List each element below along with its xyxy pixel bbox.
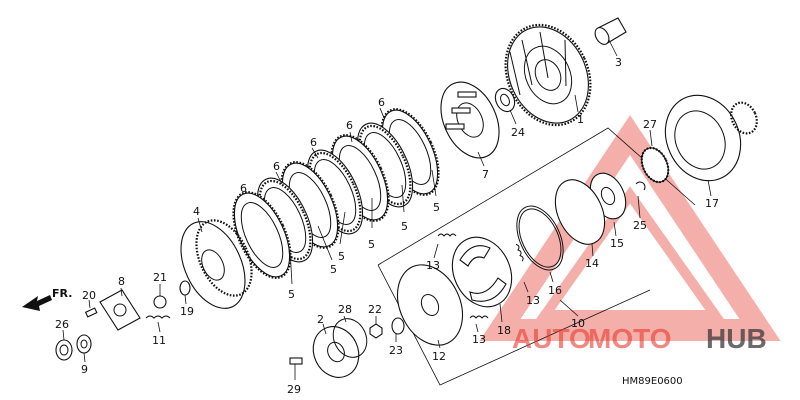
callout-c7: 7 [482, 168, 489, 181]
callout-c23: 23 [389, 344, 403, 357]
part-25-snap-ring [635, 181, 646, 219]
callout-c6d: 6 [273, 160, 280, 173]
callout-c14: 14 [585, 257, 599, 270]
part-7-clutch-center [440, 81, 500, 167]
callout-c13a: 13 [426, 259, 440, 272]
part-19-washer [179, 280, 191, 305]
part-21-bolt [153, 284, 167, 309]
part-23-washer [391, 317, 405, 342]
part-9-oil-seal [76, 334, 92, 363]
callout-c20: 20 [82, 289, 96, 302]
callout-c21: 21 [153, 271, 167, 284]
part-2-lifter-cam [312, 323, 360, 378]
callout-c9: 9 [81, 363, 88, 376]
callout-c12: 12 [432, 350, 446, 363]
callout-labels: 1 2 3 4 5 5 5 5 5 5 6 6 6 6 6 7 8 9 10 1… [55, 56, 719, 396]
direction-label: FR. [52, 287, 72, 300]
watermark-auto: AUTO [512, 323, 591, 354]
part-18-clutch-weights [451, 236, 513, 323]
part-17-drive-plate [664, 94, 758, 197]
watermark-hub: HUB [706, 323, 767, 354]
callout-c1: 1 [577, 113, 584, 126]
part-20-bolt [84, 299, 98, 318]
part-14-plate [554, 179, 606, 257]
plate-6c [280, 161, 340, 249]
callout-c5c: 5 [368, 238, 375, 251]
part-10-leader [559, 299, 579, 317]
part-12-back-plate [396, 264, 464, 349]
plate-6d [232, 191, 292, 279]
callout-c24: 24 [511, 126, 525, 139]
part-26-bearing [55, 329, 73, 361]
part-4-pressure-plate [180, 217, 253, 309]
callout-c29: 29 [287, 383, 301, 396]
callout-c6e: 6 [240, 182, 247, 195]
callout-c19: 19 [180, 305, 194, 318]
callout-c18: 18 [497, 324, 511, 337]
part-13-springs [433, 233, 529, 333]
callout-c5a: 5 [433, 201, 440, 214]
part-16-ring [516, 205, 564, 283]
callout-c8: 8 [118, 275, 125, 288]
callout-c13b: 13 [526, 294, 540, 307]
part-28-o-ring [332, 315, 368, 358]
callout-c6a: 6 [378, 96, 385, 109]
callout-c27: 27 [643, 118, 657, 131]
part-29-bolt [289, 357, 303, 380]
callout-c4: 4 [193, 205, 200, 218]
callout-c26: 26 [55, 318, 69, 331]
watermark-text: AUTO MOTO HUB [512, 323, 767, 354]
callout-c3: 3 [615, 56, 622, 69]
clutch-plate-stack [232, 107, 440, 285]
part-8-lifter-plate [99, 287, 141, 331]
part-3-bushing [594, 17, 627, 57]
callout-c6b: 6 [346, 119, 353, 132]
diagram-code: HM89E0600 [622, 376, 683, 387]
callout-c28: 28 [338, 303, 352, 316]
callout-c5d: 5 [338, 250, 345, 263]
callout-c16: 16 [548, 284, 562, 297]
callout-c17: 17 [705, 197, 719, 210]
callout-c22: 22 [368, 303, 382, 316]
callout-c13c: 13 [472, 333, 486, 346]
plate-6b [330, 134, 390, 222]
part-22-lock-nut [369, 316, 383, 339]
front-direction-arrow-icon [22, 295, 52, 311]
part-24-washer [494, 87, 517, 125]
callout-c15: 15 [610, 237, 624, 250]
watermark-logo-triangle [479, 115, 781, 341]
callout-c6c: 6 [310, 136, 317, 149]
callout-c25: 25 [633, 219, 647, 232]
part-1-clutch-outer [504, 23, 592, 127]
callout-c5e: 5 [330, 263, 337, 276]
callout-c5f: 5 [288, 288, 295, 301]
callout-c2: 2 [317, 313, 324, 326]
callout-c11: 11 [152, 334, 166, 347]
part-11-spring [145, 315, 171, 333]
watermark-moto: MOTO [588, 323, 671, 354]
callout-c5b: 5 [401, 220, 408, 233]
part-27-one-way-clutch [640, 129, 670, 184]
callout-c10: 10 [571, 317, 585, 330]
